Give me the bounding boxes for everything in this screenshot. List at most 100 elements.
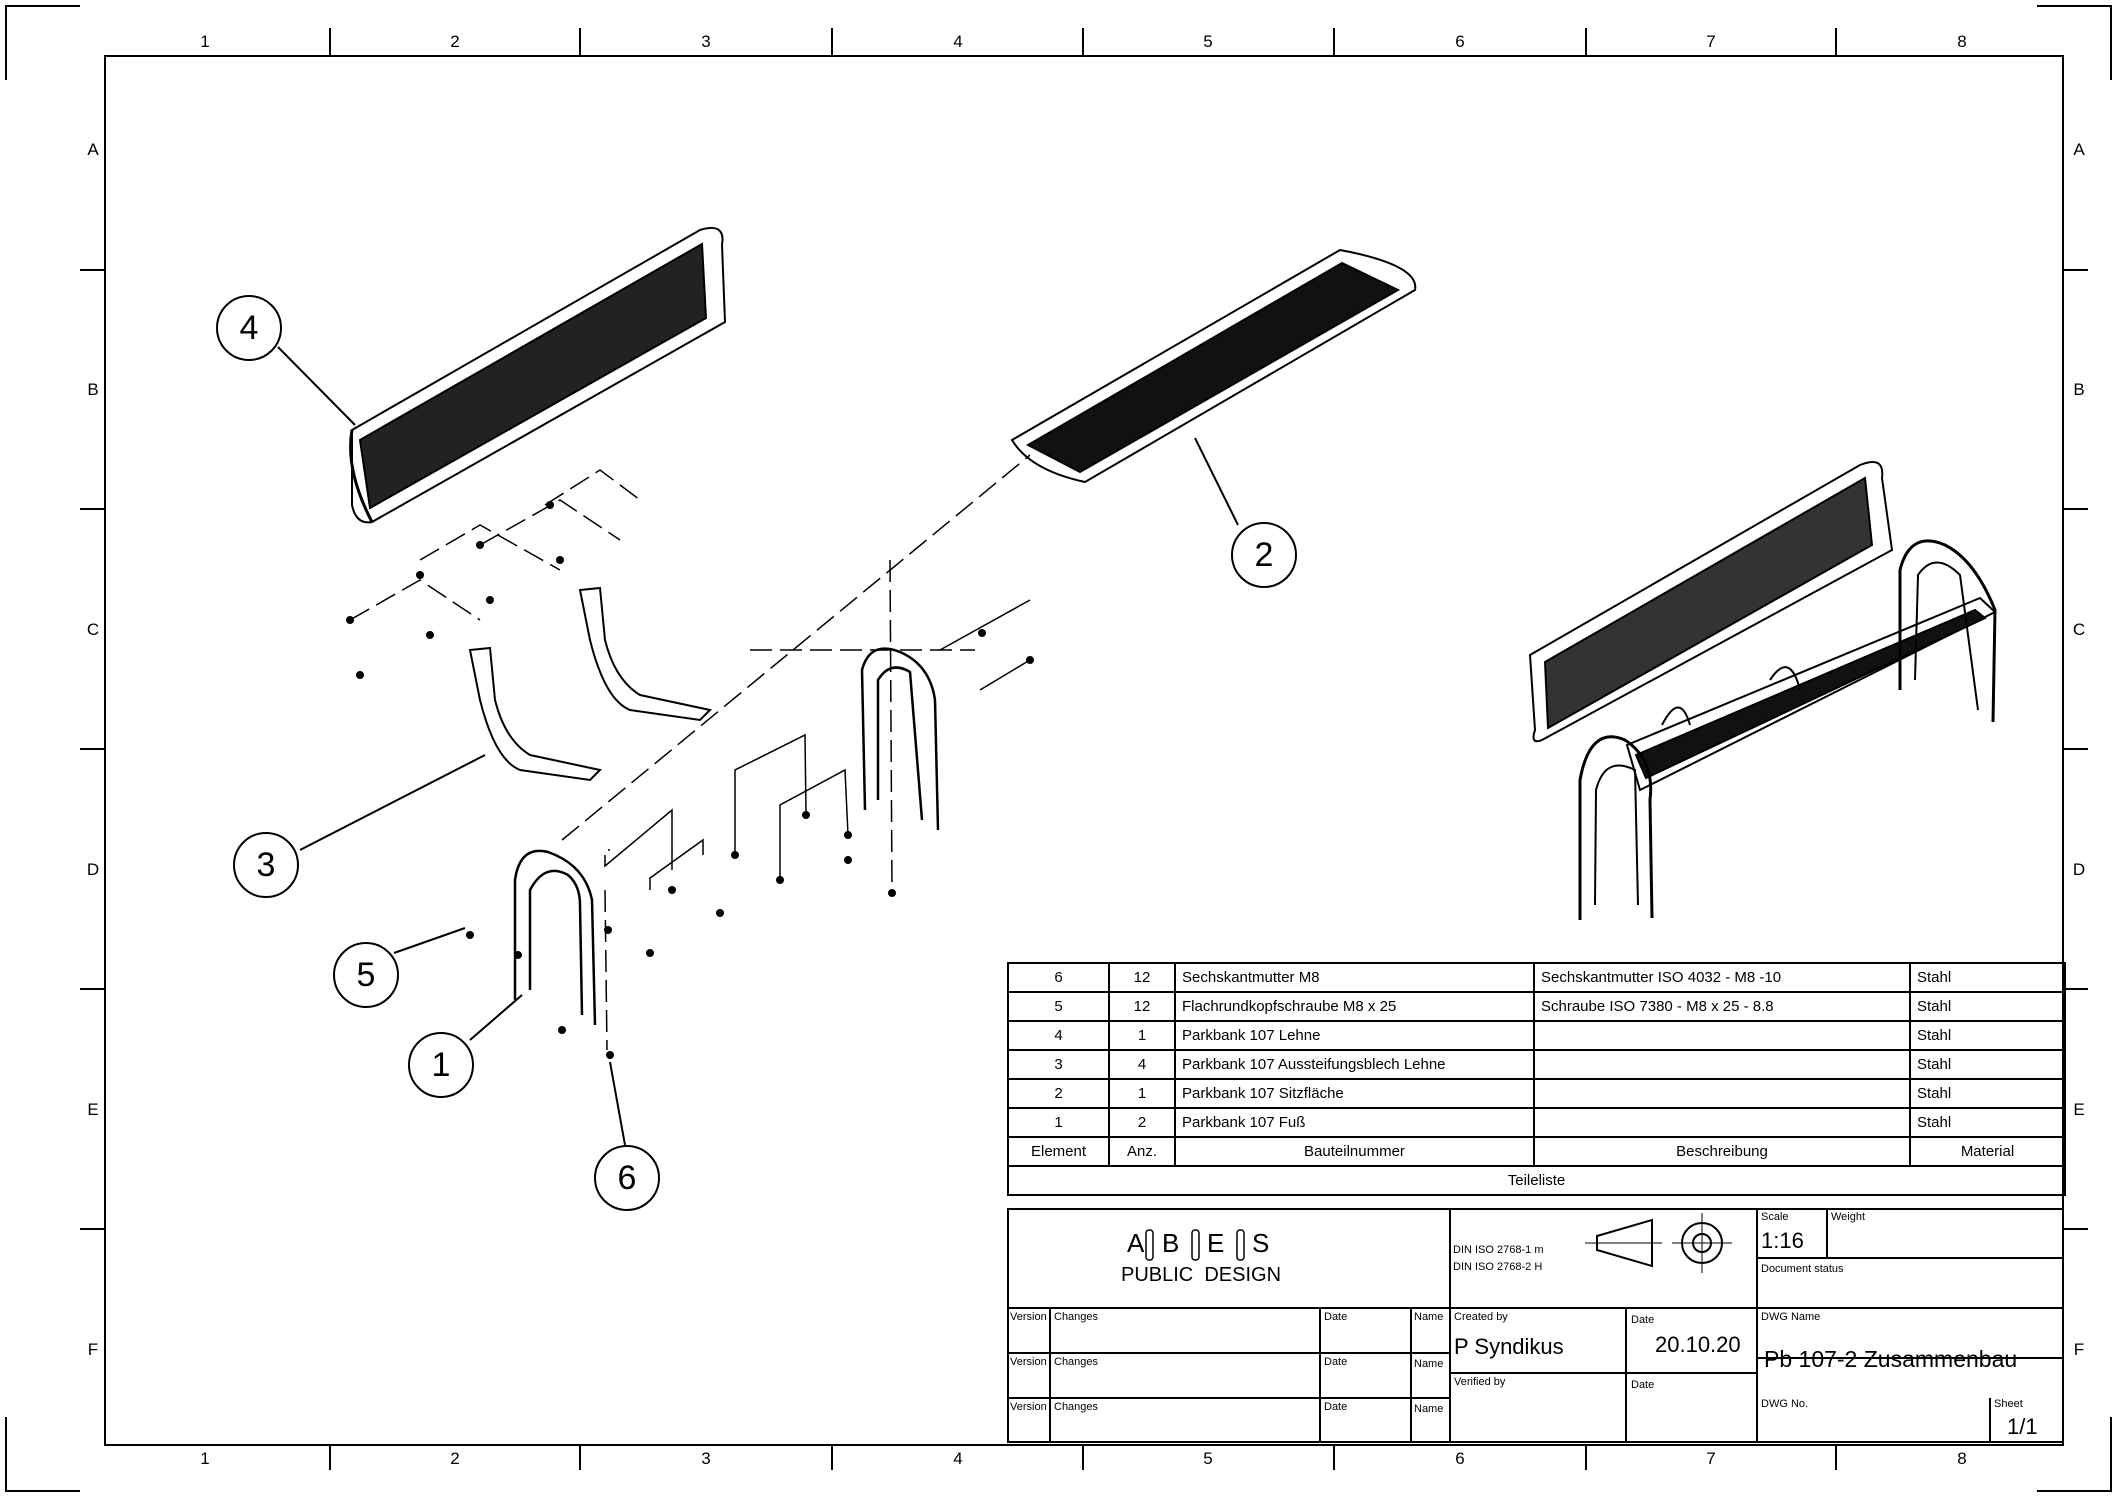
zone-col-4-bottom: 4 (953, 1449, 963, 1468)
drawing-name-label: DWG Name (1761, 1311, 1821, 1323)
cell-qty: 12 (1108, 962, 1176, 993)
cell-element: 2 (1007, 1078, 1110, 1109)
cell-description: Schraube ISO 7380 - M8 x 25 - 8.8 (1533, 991, 1911, 1022)
zone-row-b: B (87, 380, 99, 399)
drawing-name-value: Pb 107-2 Zusammenbau (1764, 1346, 2018, 1372)
zone-row-f-right: F (2073, 1340, 2085, 1359)
cell-element: 3 (1007, 1049, 1110, 1080)
zone-ticks (80, 28, 2088, 1470)
assembly-lines (349, 454, 1031, 1051)
name-label-3: Name (1414, 1403, 1444, 1415)
created-by-label: Created by (1454, 1311, 1508, 1323)
zone-row-c-right: C (2072, 620, 2086, 639)
cell-description (1533, 1107, 1911, 1138)
assembled-bench (1528, 461, 1997, 920)
zone-col-1: 1 (200, 32, 210, 51)
scale-label: Scale (1761, 1211, 1789, 1223)
sheet-label: Sheet (1994, 1398, 2023, 1410)
zone-col-5-bottom: 5 (1203, 1449, 1213, 1468)
crop-marks (5, 5, 2112, 1492)
verified-by-label: Verified by (1454, 1376, 1506, 1388)
version-label-1: Version (1010, 1311, 1047, 1323)
cell-part: Parkbank 107 Lehne (1174, 1020, 1535, 1051)
seat-part (1010, 248, 1417, 484)
cell-part: Parkbank 107 Fuß (1174, 1107, 1535, 1138)
zone-row-e-right: E (2073, 1100, 2085, 1119)
logo-letter-a: A (1127, 1228, 1145, 1258)
title-block-grid (1007, 1208, 2064, 1443)
cell-qty: 2 (1108, 1107, 1176, 1138)
zone-col-8-bottom: 8 (1957, 1449, 1967, 1468)
logo-letter-e: E (1207, 1228, 1225, 1258)
table-row: 5 12 Flachrundkopfschraube M8 x 25 Schra… (1007, 991, 2066, 1022)
table-row: 1 2 Parkbank 107 Fuß Stahl (1007, 1107, 2066, 1138)
parts-list: 6 12 Sechskantmutter M8 Sechskantmutter … (1007, 962, 2066, 1196)
name-label-1: Name (1414, 1311, 1444, 1323)
changes-label-1: Changes (1054, 1311, 1099, 1323)
date-label-2: Date (1324, 1356, 1348, 1368)
zone-row-b-right: B (2073, 380, 2085, 399)
table-header-row: Element Anz. Bauteilnummer Beschreibung … (1007, 1136, 2066, 1167)
cell-material: Stahl (1909, 1049, 2066, 1080)
cell-material: Stahl (1909, 1078, 2066, 1109)
cell-description (1533, 1078, 1911, 1109)
verified-date-label: Date (1631, 1379, 1655, 1391)
logo-bars (1145, 1229, 1245, 1261)
changes-label-2: Changes (1054, 1356, 1099, 1368)
title-block: A B E S PUBLIC DESIGN DIN ISO 2768-1 m D… (1007, 1208, 2064, 1443)
cell-qty: 1 (1108, 1078, 1176, 1109)
balloon-1: 1 (408, 1032, 474, 1098)
cell-description (1533, 1020, 1911, 1051)
header-element: Element (1007, 1136, 1110, 1167)
zone-col-7: 7 (1706, 32, 1716, 51)
logo-subtitle: PUBLIC DESIGN (1121, 1264, 1282, 1286)
fastener-dots (346, 501, 1034, 1059)
cell-qty: 4 (1108, 1049, 1176, 1080)
zone-row-f: F (87, 1340, 99, 1359)
header-description: Beschreibung (1533, 1136, 1911, 1167)
document-status-label: Document status (1761, 1263, 1844, 1275)
cell-material: Stahl (1909, 991, 2066, 1022)
cell-qty: 12 (1108, 991, 1176, 1022)
logo-letter-b: B (1162, 1228, 1180, 1258)
zone-col-2-bottom: 2 (450, 1449, 460, 1468)
backrest-part (349, 226, 727, 524)
cell-description: Sechskantmutter ISO 4032 - M8 -10 (1533, 962, 1911, 993)
zone-col-1-bottom: 1 (200, 1449, 210, 1468)
logo-letter-s: S (1252, 1228, 1270, 1258)
created-by-value: P Syndikus (1454, 1334, 1564, 1359)
created-date-label: Date (1631, 1314, 1655, 1326)
zone-row-a-right: A (2073, 140, 2085, 159)
date-label-3: Date (1324, 1401, 1348, 1413)
version-label-2: Version (1010, 1356, 1047, 1368)
zone-col-4: 4 (953, 32, 963, 51)
cell-element: 4 (1007, 1020, 1110, 1051)
zone-row-d: D (86, 860, 100, 879)
zone-col-6: 6 (1455, 32, 1465, 51)
table-row: 6 12 Sechskantmutter M8 Sechskantmutter … (1007, 962, 2066, 993)
projection-symbol (1585, 1213, 1732, 1273)
sheet-value: 1/1 (2007, 1414, 2038, 1439)
tolerance-geometric: DIN ISO 2768-2 H (1453, 1261, 1543, 1273)
cell-description (1533, 1049, 1911, 1080)
leg-part (513, 647, 940, 1026)
cell-element: 1 (1007, 1107, 1110, 1138)
zone-row-c: C (86, 620, 100, 639)
table-row: 4 1 Parkbank 107 Lehne Stahl (1007, 1020, 2066, 1051)
cell-part: Sechskantmutter M8 (1174, 962, 1535, 993)
table-row: 2 1 Parkbank 107 Sitzfläche Stahl (1007, 1078, 2066, 1109)
header-qty: Anz. (1108, 1136, 1176, 1167)
zone-col-8: 8 (1957, 32, 1967, 51)
cell-material: Stahl (1909, 962, 2066, 993)
cell-part: Parkbank 107 Aussteifungsblech Lehne (1174, 1049, 1535, 1080)
leader-lines (277, 346, 1239, 1146)
zone-row-a: A (87, 140, 99, 159)
scale-value: 1:16 (1761, 1228, 1804, 1253)
changes-label-3: Changes (1054, 1401, 1099, 1413)
tolerance-general: DIN ISO 2768-1 m (1453, 1244, 1544, 1256)
balloon-5: 5 (333, 942, 399, 1008)
zone-col-6-bottom: 6 (1455, 1449, 1465, 1468)
zone-col-3: 3 (701, 32, 711, 51)
zone-col-5: 5 (1203, 32, 1213, 51)
